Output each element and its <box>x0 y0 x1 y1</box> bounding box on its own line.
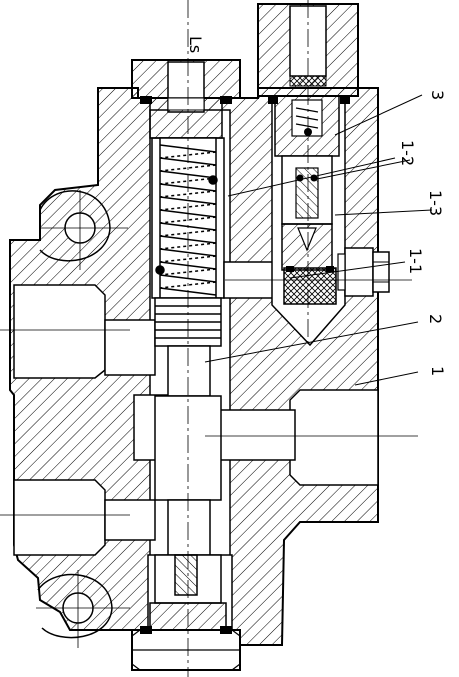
side-plug <box>337 247 390 297</box>
leader-lines <box>204 94 433 386</box>
main-spool <box>149 297 227 631</box>
centre-lines <box>0 0 418 677</box>
callout-2: 2 <box>426 314 445 324</box>
callout-3: 3 <box>428 90 447 100</box>
callout-1-2: 1-2 <box>398 140 417 166</box>
label-ls: Ls <box>186 36 205 53</box>
pilot-cartridge <box>257 3 359 305</box>
main-spring <box>155 137 218 299</box>
callout-1-3: 1-3 <box>426 190 445 216</box>
callout-1-1: 1-1 <box>406 248 425 274</box>
bottom-plug <box>131 626 241 671</box>
callout-labels: Ls 3 1-2 1-3 1-1 2 1 <box>186 36 447 376</box>
top-plug <box>131 59 241 139</box>
callout-1: 1 <box>428 366 447 376</box>
